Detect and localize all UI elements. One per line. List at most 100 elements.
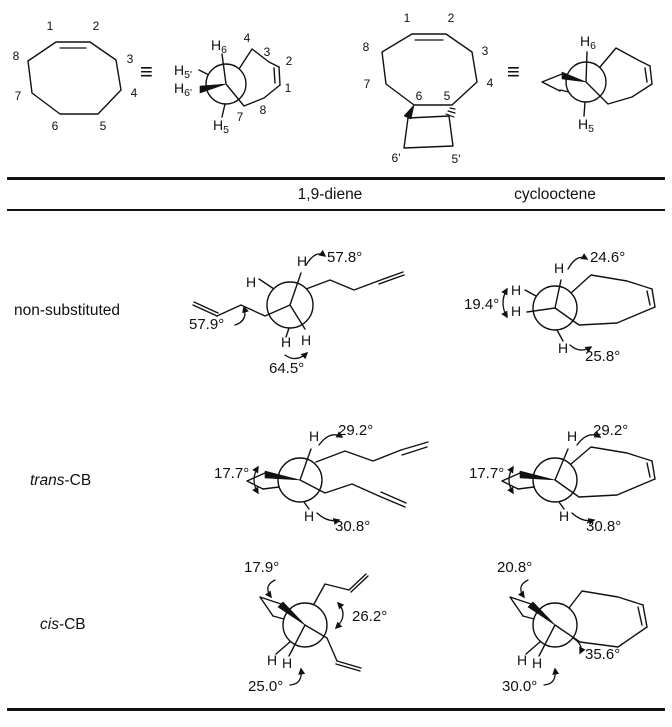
dihedral-angle: 57.8°: [327, 249, 362, 266]
front-bonds: [216, 272, 306, 330]
atom-number: 2: [93, 19, 100, 33]
dihedral-angle: 30.8°: [586, 518, 621, 535]
row-label-cis-cb: cis-CB: [40, 616, 86, 634]
equivalence-symbol: ≡: [507, 59, 520, 84]
h5-label: H5: [213, 117, 229, 136]
dihedral-angle: 29.2°: [338, 422, 373, 439]
atom-number: 4: [244, 31, 251, 45]
h-subscript: 6': [184, 87, 192, 99]
atom-number: 1: [404, 11, 411, 25]
dihedral-angle: 25.0°: [248, 678, 283, 695]
h-label: H: [532, 655, 542, 671]
h-label: H: [282, 655, 292, 671]
h-label: H: [246, 274, 256, 290]
dihedral-angle: 24.6°: [590, 249, 625, 266]
atom-number: 8: [13, 49, 20, 63]
atom-number: 5': [452, 152, 461, 166]
ring-double-bond: [646, 288, 656, 308]
back-bonds: [559, 47, 651, 117]
h6-label: H6: [211, 37, 227, 56]
cyclobutane-edge: [541, 73, 563, 92]
atom-number: 3: [264, 45, 271, 59]
h-label: H: [511, 303, 521, 319]
dihedral-angle: 57.9°: [189, 316, 224, 333]
h-label: H: [309, 428, 319, 444]
h-subscript: 5: [223, 124, 229, 136]
atom-number: 2: [448, 11, 455, 25]
back-bonds: [262, 449, 402, 510]
newman-projection-fused: H6 H5: [541, 33, 653, 135]
newman-nonsub-diene: H H H H 57.8° 57.9° 64.5°: [189, 249, 405, 377]
dihedral-angle: 30.8°: [335, 518, 370, 535]
vinyl-double-bond-right: [377, 271, 405, 285]
angle-arrow: [576, 431, 602, 446]
atom-number: 2: [286, 54, 293, 68]
atom-number: 8: [363, 40, 370, 54]
h5-label: H5: [578, 116, 594, 135]
front-bonds: [538, 624, 648, 657]
back-bonds: [524, 274, 653, 342]
angle-arrow-double: [252, 465, 259, 495]
angle-arrow: [517, 579, 529, 599]
table-header-rule: [7, 209, 665, 211]
row-label-trans-cb: trans-CB: [30, 472, 91, 490]
atom-number: 7: [15, 89, 22, 103]
table-bottom-rule: [7, 708, 665, 711]
atom-number: 5: [100, 119, 107, 133]
vinyl-double-bond-bottom: [335, 660, 362, 672]
h-label: H: [554, 260, 564, 276]
ring-bonds: [27, 41, 122, 115]
h-label: H: [517, 652, 527, 668]
dihedral-angle: 19.4°: [464, 296, 499, 313]
atom-number: 3: [482, 44, 489, 58]
cyclobutane-edge: [259, 596, 282, 617]
dihedral-angle: 26.2°: [352, 608, 387, 625]
wedge-bond: [199, 83, 227, 94]
h-label: H: [511, 282, 521, 298]
angle-arrow: [316, 512, 341, 525]
angle-arrow: [234, 305, 249, 326]
row-label-italic: trans: [30, 472, 65, 489]
atom-number: 7: [364, 77, 371, 91]
cyclooctene-ring-structure: 1 2 3 4 5 6 7 8: [13, 19, 138, 133]
column-header-cyclooctene: cyclooctene: [514, 186, 596, 203]
h-symbol: H: [213, 117, 223, 133]
vinyl-double-bond-bottom: [378, 491, 407, 508]
equivalence-symbol: ≡: [140, 59, 153, 84]
h-symbol: H: [580, 33, 590, 49]
newman-trans-cb-cyclooctene: H H 29.2° 17.7° 30.8°: [469, 422, 656, 535]
ring-double-bond: [646, 460, 656, 480]
cyclobutane-edge: [501, 472, 521, 490]
dihedral-angle: 29.2°: [593, 422, 628, 439]
wedge-bond: [519, 470, 556, 481]
atom-number: 7: [237, 110, 244, 124]
front-bonds: [221, 53, 281, 107]
angle-arrow: [318, 431, 344, 446]
ring-double-bond: [644, 65, 653, 85]
h-label: H: [558, 340, 568, 356]
dihedral-angle: 20.8°: [497, 559, 532, 576]
column-header-diene: 1,9-diene: [297, 186, 363, 203]
h6p-label: H6': [174, 80, 192, 99]
hashed-wedge-bond: [445, 107, 456, 118]
newman-projection-cyclooctene: H6 H5' H6' H5 4 3 2 1 8 7: [174, 31, 293, 136]
angle-arrow: [543, 667, 560, 686]
newman-cis-cb-cyclooctene: H H 20.8° 35.6° 30.0°: [497, 559, 648, 695]
atom-number: 6': [392, 151, 401, 165]
atom-number: 8: [260, 103, 267, 117]
dihedral-angle: 35.6°: [585, 646, 620, 663]
h5p-label: H5': [174, 62, 192, 81]
ring-bonds: [381, 33, 478, 106]
row-label-non-substituted: non-substituted: [14, 302, 120, 320]
cyclobutane-edge: [246, 472, 266, 490]
angle-arrow: [571, 512, 596, 525]
row-label-italic: cis: [40, 616, 59, 633]
front-bonds: [526, 279, 656, 326]
newman-nonsub-cyclooctene: H H H H 24.6° 19.4° 25.8°: [464, 249, 656, 365]
atom-number: 4: [487, 76, 494, 90]
h-label: H: [559, 508, 569, 524]
h-symbol: H: [211, 37, 221, 53]
bold-wedge-bond: [403, 104, 415, 120]
angle-arrow: [572, 637, 586, 655]
cyclooctene-cyclobutane-structure: 1 2 3 4 5 6 7 8 6' 5': [363, 11, 494, 166]
